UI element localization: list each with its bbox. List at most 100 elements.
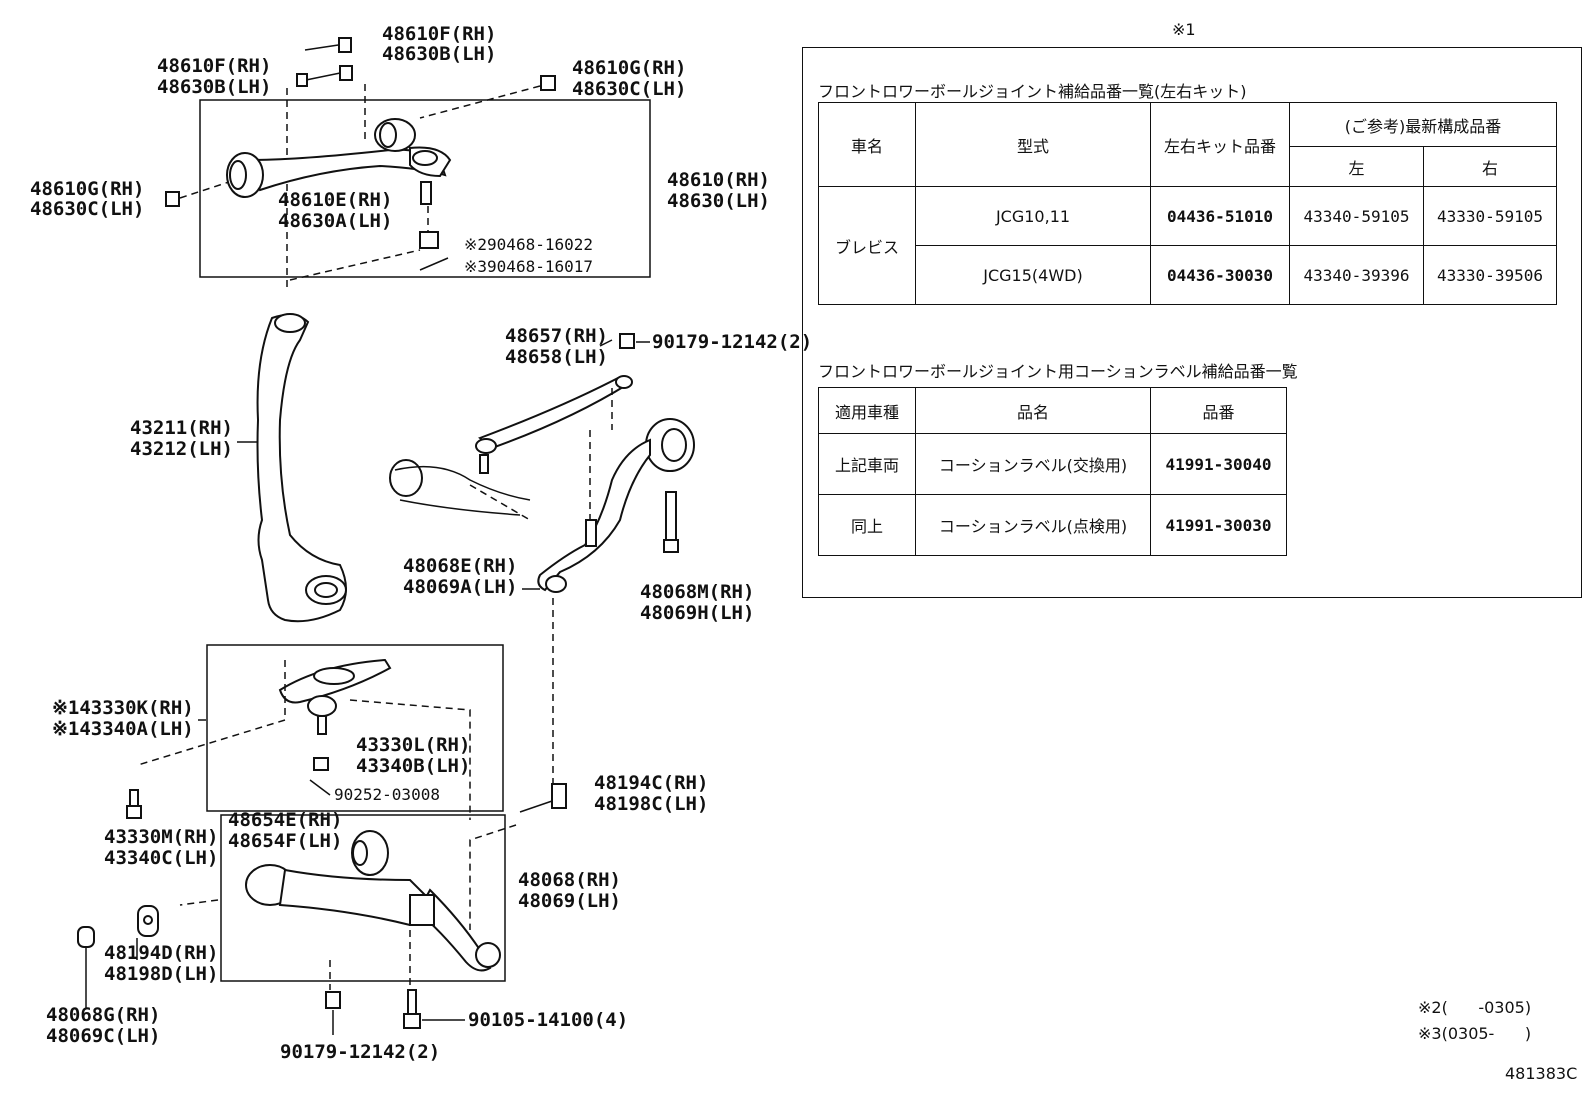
label-lower-bolt: 90105-14100(4) (468, 1009, 628, 1031)
ball-joint-icon (278, 658, 392, 771)
table1-cell-right: 43330-59105 (1423, 186, 1557, 246)
svg-text:48610G(RH): 48610G(RH) (30, 178, 144, 200)
svg-text:48630B(LH): 48630B(LH) (382, 43, 496, 65)
label-ball-bolt: 43330M(RH) 43340C(LH) (104, 826, 218, 869)
table-frame (802, 47, 1582, 598)
upper-nut-left-icon (165, 191, 180, 207)
table2-cell-vehicle: 同上 (818, 494, 916, 556)
cam-plate-icon (137, 905, 159, 937)
note-ref: ※1 (1172, 20, 1196, 39)
svg-text:48654F(LH): 48654F(LH) (228, 830, 342, 852)
svg-text:43340B(LH): 43340B(LH) (356, 755, 470, 777)
label-bushing: 48654E(RH) 48654F(LH) (228, 809, 342, 852)
label-brace-nut: 90179-12142(2) (652, 331, 812, 353)
label-upper-arm-assy: 48610(RH) 48630(LH) (667, 169, 770, 212)
svg-text:48069H(LH): 48069H(LH) (640, 602, 754, 624)
svg-text:43330L(RH): 43330L(RH) (356, 734, 470, 756)
table1-title: フロントロワーボールジョイント補給品番一覧(左右キット) (818, 82, 1247, 101)
table1-vehicle-name: ブレビス (818, 186, 916, 305)
table1-cell-left: 43340-59105 (1289, 186, 1424, 246)
svg-text:48630B(LH): 48630B(LH) (157, 76, 271, 98)
label-cotter-pin: 90252-03008 (334, 785, 440, 804)
table2-cell-name: コーションラベル(点検用) (915, 494, 1151, 556)
table-row: 同上 コーションラベル(点検用) 41991-30030 (818, 494, 1287, 556)
svg-text:※143340A(LH): ※143340A(LH) (52, 718, 194, 740)
table1-header-kit: 左右キット品番 (1150, 102, 1290, 187)
table2-header-part: 品番 (1150, 387, 1287, 434)
lower-arm-frame (220, 814, 506, 982)
footnote-3: ※3(0305- ) (1418, 1024, 1532, 1043)
table1-cell-kit: 04436-51010 (1150, 186, 1290, 246)
label-cam-bolt: 48194C(RH) 48198C(LH) (594, 772, 708, 815)
lower-bolt-icon (403, 989, 421, 1029)
svg-text:48630(LH): 48630(LH) (667, 190, 770, 212)
upper-nut-right-icon (540, 75, 556, 91)
table1-header-left: 左 (1289, 146, 1424, 187)
label-upper-nut-right: 48610G(RH) 48630C(LH) (572, 57, 686, 100)
steering-knuckle-icon (256, 313, 347, 623)
svg-text:48194D(RH): 48194D(RH) (104, 942, 218, 964)
svg-text:43211(RH): 43211(RH) (130, 417, 233, 439)
label-ball-joint-nut: 43330L(RH) 43340B(LH) (356, 734, 470, 777)
svg-text:48068(RH): 48068(RH) (518, 869, 621, 891)
label-upper-bolt-left: 48610F(RH) 48630B(LH) (157, 55, 271, 98)
table1-cell-model: JCG15(4WD) (915, 245, 1151, 305)
table1-cell-right: 43330-39506 (1423, 245, 1557, 305)
table-row: JCG15(4WD) 04436-30030 43340-39396 43330… (819, 245, 1557, 305)
label-upper-pin-note3: ※390468-16017 (464, 257, 593, 276)
svg-text:48657(RH): 48657(RH) (505, 325, 608, 347)
cam-bolt-icon (519, 783, 567, 813)
svg-text:48610(RH): 48610(RH) (667, 169, 770, 191)
svg-text:48610F(RH): 48610F(RH) (382, 23, 496, 45)
svg-text:48069C(LH): 48069C(LH) (46, 1025, 160, 1047)
svg-text:48610E(RH): 48610E(RH) (278, 189, 392, 211)
svg-text:※143330K(RH): ※143330K(RH) (52, 697, 194, 719)
label-strut-bolt: 48068M(RH) 48069H(LH) (640, 581, 754, 624)
svg-text:48069A(LH): 48069A(LH) (403, 576, 517, 598)
label-strut-brace: 48657(RH) 48658(LH) (505, 325, 608, 368)
table1-cell-left: 43340-39396 (1289, 245, 1424, 305)
table1-header-model: 型式 (915, 102, 1151, 187)
svg-text:48068E(RH): 48068E(RH) (403, 555, 517, 577)
svg-text:48630A(LH): 48630A(LH) (278, 210, 392, 232)
table1-header-right: 右 (1423, 146, 1557, 187)
svg-text:43340C(LH): 43340C(LH) (104, 847, 218, 869)
label-lower-nut: 48068G(RH) 48069C(LH) (46, 1004, 160, 1047)
strut-brace-icon (475, 333, 635, 474)
label-upper-bolt-top: 48610F(RH) 48630B(LH) (382, 23, 496, 65)
svg-text:48630C(LH): 48630C(LH) (30, 198, 144, 220)
table1: 車名 型式 左右キット品番 (ご参考)最新構成品番 左 右 ブレビス JCG10… (818, 102, 1557, 305)
table2-cell-name: コーションラベル(交換用) (915, 433, 1151, 495)
lower-arm-background-icon (389, 459, 531, 521)
table2-cell-part: 41991-30030 (1150, 494, 1287, 556)
table2: 適用車種 品名 品番 上記車両 コーションラベル(交換用) 41991-3004… (818, 387, 1287, 556)
label-upper-nut-left: 48610G(RH) 48630C(LH) (30, 178, 144, 220)
svg-text:48194C(RH): 48194C(RH) (594, 772, 708, 794)
svg-text:48630C(LH): 48630C(LH) (572, 78, 686, 100)
table1-cell-model: JCG10,11 (915, 186, 1151, 246)
svg-text:48610F(RH): 48610F(RH) (157, 55, 271, 77)
label-lower-nut2: 90179-12142(2) (280, 1041, 440, 1063)
label-knuckle: 43211(RH) 43212(LH) (130, 417, 233, 460)
svg-text:43330M(RH): 43330M(RH) (104, 826, 218, 848)
table-row: 上記車両 コーションラベル(交換用) 41991-30040 (818, 433, 1287, 495)
lower-control-arm-icon (245, 864, 501, 972)
svg-text:48198D(LH): 48198D(LH) (104, 963, 218, 985)
label-lower-arm: 48068(RH) 48069(LH) (518, 869, 621, 912)
label-strut-arm: 48068E(RH) 48069A(LH) (403, 555, 517, 598)
table1-cell-kit: 04436-30030 (1150, 245, 1290, 305)
svg-text:48068M(RH): 48068M(RH) (640, 581, 754, 603)
upper-arm-frame (199, 99, 651, 278)
ball-joint-frame (206, 644, 504, 812)
svg-text:48198C(LH): 48198C(LH) (594, 793, 708, 815)
bushing-icon (351, 830, 389, 876)
table2-title: フロントロワーボールジョイント用コーションラベル補給品番一覧 (818, 362, 1298, 381)
footnote-2: ※2( -0305) (1418, 998, 1532, 1017)
label-upper-nut-note2: ※290468-16022 (464, 235, 593, 254)
lower-nut-icon (77, 926, 95, 948)
svg-text:48610G(RH): 48610G(RH) (572, 57, 686, 79)
svg-text:48654E(RH): 48654E(RH) (228, 809, 342, 831)
svg-text:48658(LH): 48658(LH) (505, 346, 608, 368)
svg-text:48068G(RH): 48068G(RH) (46, 1004, 160, 1026)
label-ball-joint: ※143330K(RH) ※143340A(LH) (52, 697, 194, 740)
